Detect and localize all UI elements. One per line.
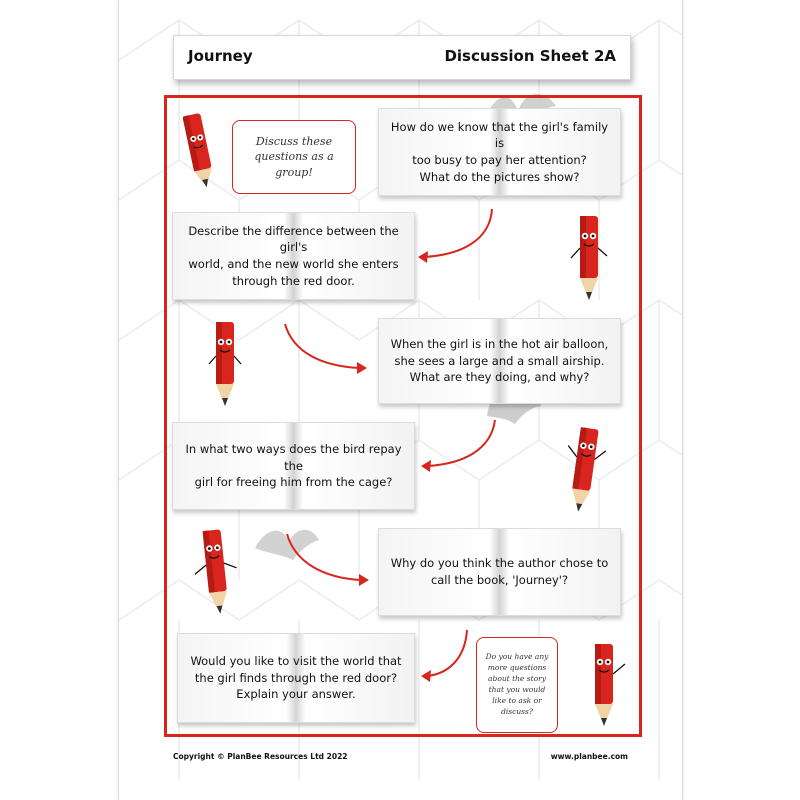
question-line: call the book, 'Journey'?	[430, 573, 569, 587]
question-line: Explain your answer.	[236, 687, 356, 702]
question-line: through the red door.	[232, 273, 355, 288]
question-line: In what two ways does the bird repay the	[185, 441, 402, 473]
pencil-mascot-icon	[208, 322, 242, 406]
sheet-number: Discussion Sheet 2A	[444, 47, 616, 65]
curved-arrow-icon	[284, 323, 367, 374]
question-line: world, and the new world she enters	[188, 257, 399, 271]
question-line: she sees a large and a small airship.	[394, 353, 605, 368]
question-card-6: Would you like to visit the world that t…	[177, 633, 415, 723]
question-line: What do the pictures show?	[419, 169, 580, 184]
pencil-mascot-icon	[567, 427, 607, 512]
question-line: Why do you think the author chose to	[390, 556, 609, 571]
question-card-4: In what two ways does the bird repay the…	[172, 422, 415, 510]
website-url: www.planbee.com	[550, 752, 628, 761]
question-line: Would you like to visit the world that	[190, 653, 402, 668]
speech-bubble-discuss: Discuss these questions as a group!	[232, 120, 356, 194]
question-card-2: Describe the difference between the girl…	[172, 212, 415, 300]
bird-icon	[255, 529, 319, 560]
speech-bubble-more-questions: Do you have any more questions about the…	[476, 637, 558, 733]
question-line: When the girl is in the hot air balloon,	[390, 336, 609, 351]
question-line: Describe the difference between the girl…	[188, 223, 399, 255]
curved-arrow-icon	[421, 629, 468, 682]
question-card-3: When the girl is in the hot air balloon,…	[378, 318, 621, 404]
curved-arrow-icon	[421, 419, 496, 472]
sheet-header: Journey Discussion Sheet 2A	[173, 35, 631, 80]
question-line: How do we know that the girl's family is	[390, 119, 609, 151]
pencil-mascot-icon	[194, 529, 237, 614]
pencil-mascot-icon	[570, 216, 608, 300]
page-title: Journey	[188, 47, 253, 65]
question-card-5: Why do you think the author chose to cal…	[378, 528, 621, 616]
question-line: too busy to pay her attention?	[412, 153, 587, 167]
question-line: the girl finds through the red door?	[194, 670, 398, 685]
pencil-mascot-icon	[595, 644, 626, 726]
content-frame	[164, 95, 642, 737]
pencil-mascot-icon	[183, 113, 212, 188]
curved-arrow-icon	[286, 533, 369, 586]
copyright-text: Copyright © PlanBee Resources Ltd 2022	[173, 752, 348, 761]
question-line: What are they doing, and why?	[409, 370, 590, 385]
discussion-sheet: Journey Discussion Sheet 2A	[118, 0, 683, 800]
question-line: girl for freeing him from the cage?	[194, 475, 393, 490]
question-card-1: How do we know that the girl's family is…	[378, 108, 621, 196]
curved-arrow-icon	[418, 208, 493, 263]
